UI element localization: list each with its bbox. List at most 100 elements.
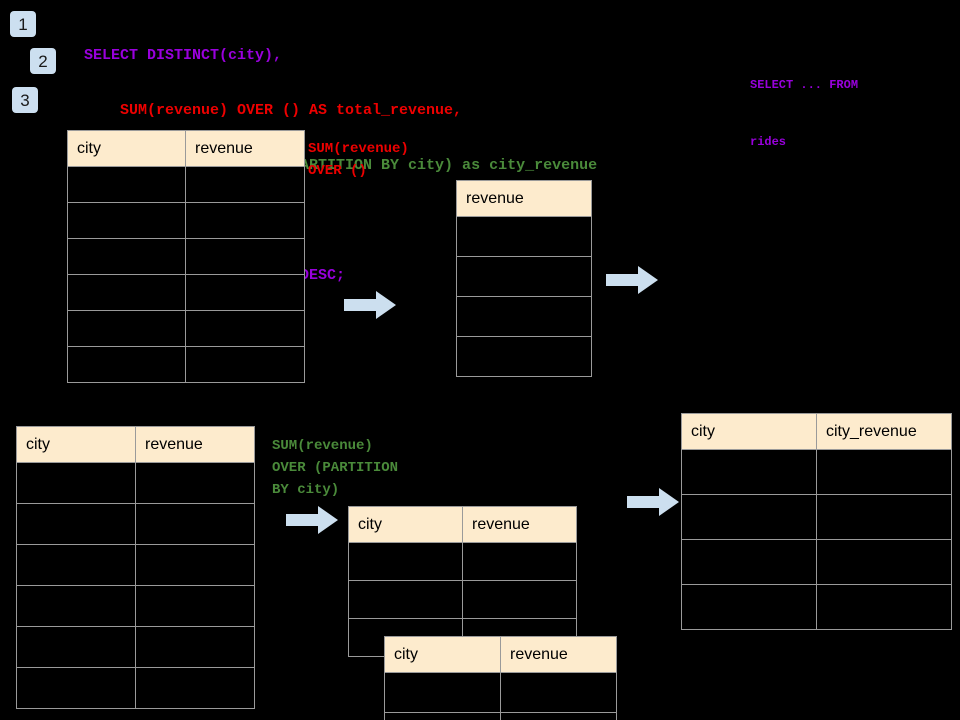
table-row [67, 202, 305, 239]
arrow-source-to-partition [286, 506, 338, 534]
table-row [16, 462, 255, 504]
table-row [16, 667, 255, 709]
table-row [456, 216, 592, 257]
arrow-total-to-out [606, 266, 658, 294]
table-row [384, 672, 617, 713]
column-header-city: city [348, 506, 463, 543]
column-header-city: city [384, 636, 501, 673]
cell-revenue [185, 310, 305, 347]
table-row [456, 256, 592, 297]
column-header-revenue: revenue [456, 180, 592, 217]
cell-city [67, 310, 186, 347]
cell-city-revenue [816, 449, 952, 495]
column-header-city: city [16, 426, 136, 463]
column-header-revenue: revenue [185, 130, 305, 167]
cell-revenue [185, 166, 305, 203]
cell-city [67, 202, 186, 239]
cell-city-revenue [816, 494, 952, 540]
total-revenue-table: revenue [456, 180, 592, 377]
column-header-city: city [67, 130, 186, 167]
annotation-over-empty: SUM(revenue) OVER () [308, 141, 409, 179]
column-header-city-revenue: city_revenue [816, 413, 952, 450]
column-header-revenue: revenue [135, 426, 255, 463]
cell-revenue [185, 238, 305, 275]
table-header-row: city city_revenue [681, 413, 952, 450]
cell-city [16, 667, 136, 709]
column-header-city: city [681, 413, 817, 450]
partition-table-back: city revenue [348, 506, 577, 657]
table-row [67, 274, 305, 311]
table-row [67, 238, 305, 275]
table-row [456, 296, 592, 337]
table-row [16, 544, 255, 586]
cell-city [67, 166, 186, 203]
cell-city [681, 584, 817, 630]
cell-city [67, 274, 186, 311]
table-row [67, 346, 305, 383]
cell-revenue [135, 544, 255, 586]
sql-line-2: SUM(revenue) OVER () AS total_revenue, [84, 102, 463, 119]
cell-revenue [135, 667, 255, 709]
result-table: city city_revenue [681, 413, 952, 630]
cell-city [681, 539, 817, 585]
cell-revenue [456, 336, 592, 377]
column-header-revenue: revenue [500, 636, 617, 673]
table-row [16, 503, 255, 545]
cell-revenue [135, 626, 255, 668]
sql-line-1: SELECT DISTINCT(city), [84, 47, 283, 64]
column-header-revenue: revenue [462, 506, 577, 543]
cell-city [16, 626, 136, 668]
cell-city-revenue [816, 539, 952, 585]
table-row [348, 580, 577, 619]
table-header-row: city revenue [384, 636, 617, 673]
cell-city [348, 580, 463, 619]
cell-city [16, 503, 136, 545]
cell-revenue [462, 580, 577, 619]
cell-city [348, 542, 463, 581]
table-row [681, 494, 952, 540]
table-header-row: city revenue [67, 130, 305, 167]
table-row [681, 449, 952, 495]
mini-sql-snippet: SELECT ... FROM rides [750, 38, 858, 190]
cell-revenue [135, 462, 255, 504]
cell-revenue [135, 503, 255, 545]
step-badge-2: 2 [30, 48, 56, 74]
step-badge-1: 1 [10, 11, 36, 37]
table-header-row: city revenue [348, 506, 577, 543]
cell-revenue [135, 585, 255, 627]
cell-revenue [456, 216, 592, 257]
table-header-row: revenue [456, 180, 592, 217]
table-header-row: city revenue [16, 426, 255, 463]
cell-city [67, 346, 186, 383]
partition-table-front: city revenue [384, 636, 617, 720]
cell-revenue [500, 712, 617, 720]
mini-sql-line-2: rides [750, 135, 787, 149]
cell-revenue [456, 296, 592, 337]
source-table-top: city revenue [67, 130, 305, 383]
cell-revenue [185, 274, 305, 311]
table-row [67, 166, 305, 203]
source-table-bottom: city revenue [16, 426, 255, 709]
table-row [384, 712, 617, 720]
arrow-partition-to-result [627, 488, 679, 516]
table-row [16, 626, 255, 668]
table-row [681, 539, 952, 585]
cell-revenue [185, 202, 305, 239]
mini-sql-line-1: SELECT ... FROM [750, 78, 859, 92]
step-badge-3: 3 [12, 87, 38, 113]
annotation-over-partition: SUM(revenue) OVER (PARTITION BY city) [272, 438, 399, 498]
table-row [681, 584, 952, 630]
table-row [16, 585, 255, 627]
cell-city [384, 712, 501, 720]
table-row [348, 542, 577, 581]
cell-revenue [500, 672, 617, 713]
cell-revenue [185, 346, 305, 383]
cell-city-revenue [816, 584, 952, 630]
cell-city [681, 494, 817, 540]
arrow-source-to-total [344, 291, 396, 319]
cell-city [681, 449, 817, 495]
cell-revenue [462, 542, 577, 581]
cell-revenue [456, 256, 592, 297]
table-row [456, 336, 592, 377]
